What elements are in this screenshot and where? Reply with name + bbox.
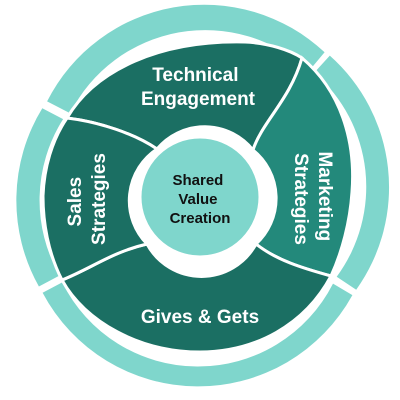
label-sales-strategies: Sales Strategies (65, 153, 110, 245)
segments-ring (41, 40, 355, 354)
outer-ring-arc-left (16, 108, 64, 287)
outer-ring-arc-bottom (42, 282, 353, 387)
label-shared-value-creation: Shared Value Creation (170, 172, 231, 227)
label-marketing-strategies-line-2: Strategies (290, 153, 311, 245)
center-line-2: Value (178, 191, 217, 208)
label-technical-engagement-line-1: Technical (152, 65, 238, 86)
label-gives-gets: Gives & Gets (141, 307, 259, 328)
label-technical-engagement: Technical Engagement (141, 65, 256, 110)
label-sales-strategies-line-2: Strategies (89, 153, 110, 245)
center-line-3: Creation (170, 210, 231, 227)
label-marketing-strategies: Marketing Strategies (290, 151, 335, 246)
center-circle (138, 135, 262, 259)
center-line-1: Shared (172, 172, 223, 189)
segment-sales-strategies (41, 116, 160, 282)
label-sales-strategies-line-1: Sales (65, 177, 86, 227)
label-marketing-strategies-line-1: Marketing (314, 151, 335, 241)
outer-ring-arc-right (314, 55, 390, 290)
label-technical-engagement-line-2: Engagement (141, 89, 256, 110)
outer-ring-arc-top (47, 4, 325, 114)
outer-ring (16, 4, 390, 387)
